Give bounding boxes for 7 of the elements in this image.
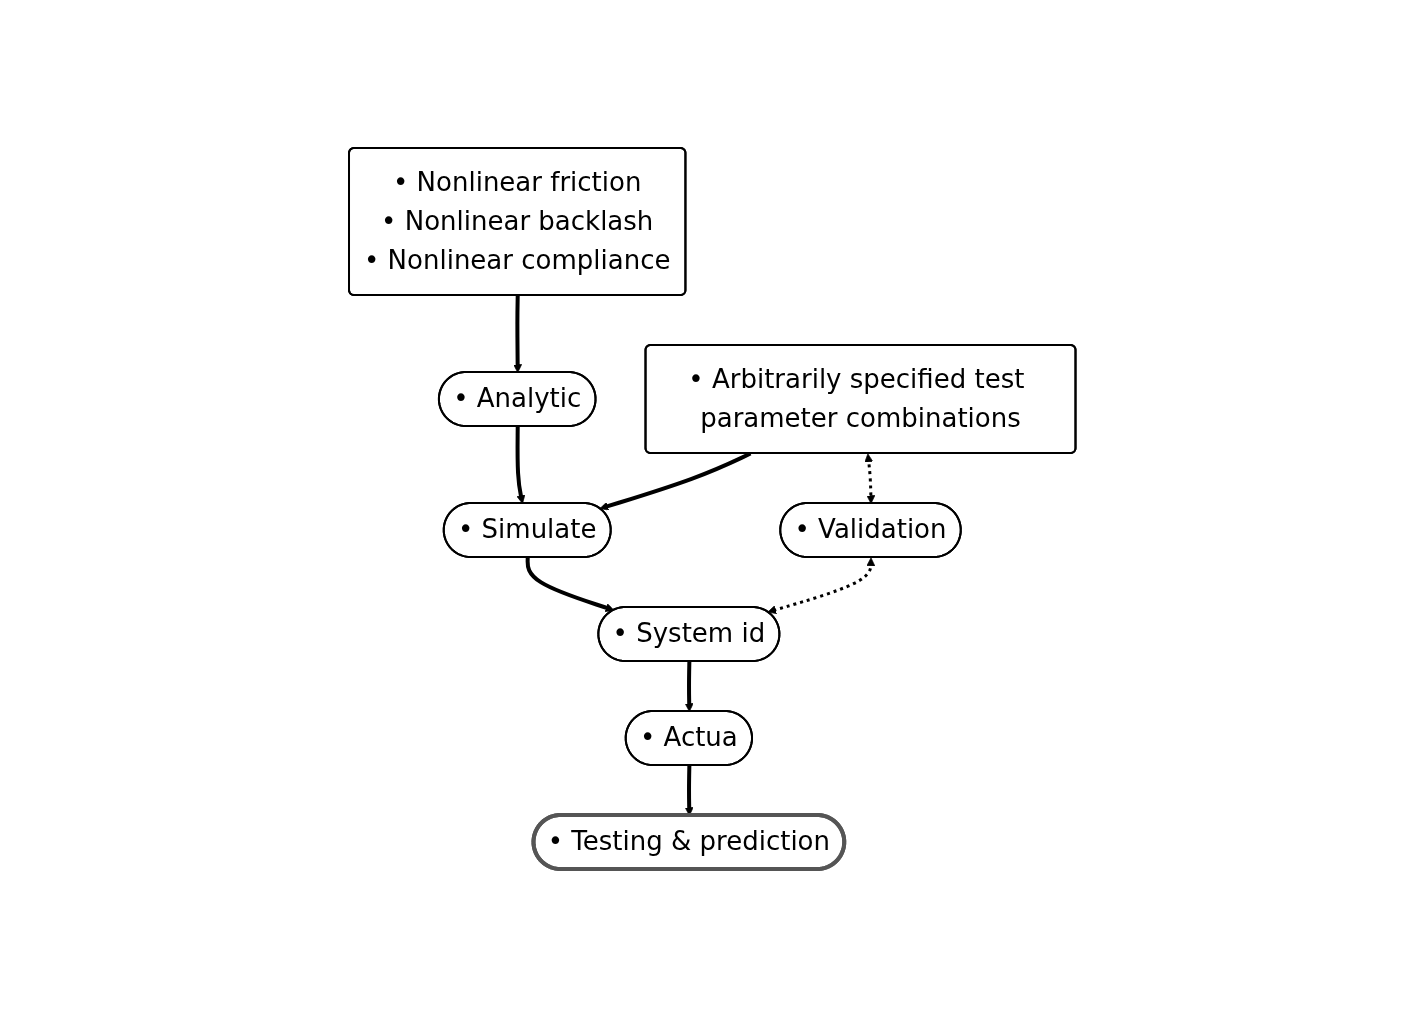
arrow — [513, 294, 523, 373]
arrow — [685, 660, 694, 712]
arrow — [767, 557, 876, 614]
arrow — [525, 556, 615, 612]
arrow — [599, 451, 752, 510]
arrow — [864, 453, 876, 504]
arrow — [515, 425, 526, 504]
